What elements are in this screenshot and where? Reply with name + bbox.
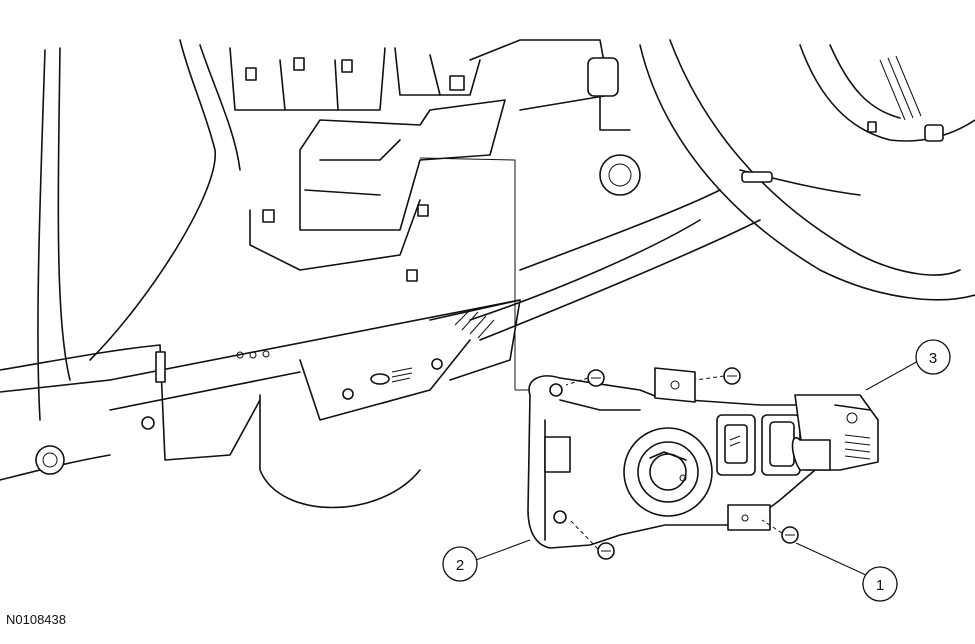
ford-logo-icon [370, 373, 390, 385]
callout-3: 3 [915, 339, 951, 375]
dimmer-symbol-icon [846, 412, 858, 424]
callout-1: 1 [862, 566, 898, 602]
screws [565, 367, 799, 560]
callout-number: 3 [929, 350, 937, 367]
callout-2: 2 [442, 546, 478, 582]
screw-icon [781, 526, 799, 544]
dimmer-switch-module [791, 394, 879, 471]
callout-number: 1 [876, 577, 884, 594]
bolt-head-icon [35, 445, 65, 475]
light-symbol-icon [679, 474, 687, 482]
screw-icon [723, 367, 741, 385]
screw-icon [587, 369, 605, 387]
screw-icon [597, 542, 615, 560]
instrument-panel-structure [0, 39, 975, 509]
callout-number: 2 [456, 557, 464, 574]
column-bolt-icon [599, 154, 641, 196]
figure-id: N0108438 [6, 612, 66, 627]
headlamp-switch-bezel [527, 367, 821, 549]
alignment-lines [419, 157, 550, 391]
callout-leaders [475, 359, 921, 576]
